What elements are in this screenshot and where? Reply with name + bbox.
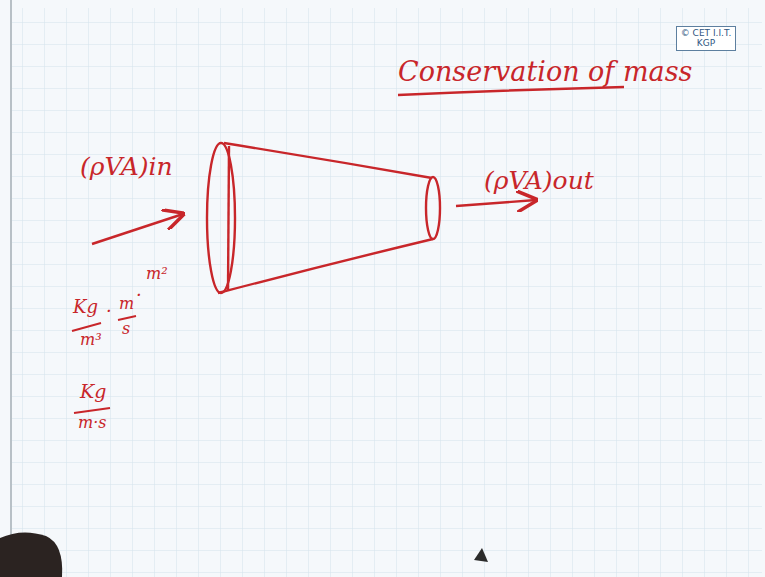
inflow-arrow [92,214,183,244]
label-wrap: m³ [80,330,102,349]
logo-box: © CET I.I.T. KGP [676,26,736,51]
label-wrap: (ρVA)out [484,166,594,195]
flow-term: (ρVA)out [484,166,594,195]
unit-text: m² [146,264,168,283]
label-wrap: (ρVA)in [80,152,173,181]
label-wrap: m [119,294,134,313]
label-wrap: m·s [78,413,106,432]
unit-dot: · [106,300,112,321]
logo-text: © CET I.I.T. KGP [680,28,732,49]
paper-edge [10,0,12,577]
label-wrap: · [136,284,142,305]
label-wrap: m² [146,264,168,283]
flow-term: (ρVA)in [80,152,173,181]
unit-dot: · [136,284,142,305]
grid [12,8,762,577]
unit-text: m [119,294,134,313]
unit-text: s [122,319,130,338]
fraction-bars [72,316,136,413]
nozzle-drawing [207,143,440,293]
unit-text: Kg [80,380,106,402]
label-wrap: s [122,319,130,338]
hand [0,532,62,577]
title-underline [398,87,624,95]
unit-text: Kg [73,296,98,317]
title-wrap: Conservation of mass [398,56,692,87]
label-wrap: Kg [80,380,106,402]
pen-tip [474,548,488,562]
outflow-arrow [456,200,536,206]
title: Conservation of mass [398,56,692,87]
label-wrap: · [106,300,112,321]
unit-text: m³ [80,330,102,349]
unit-text: m·s [78,413,106,432]
label-wrap: Kg [73,296,98,317]
